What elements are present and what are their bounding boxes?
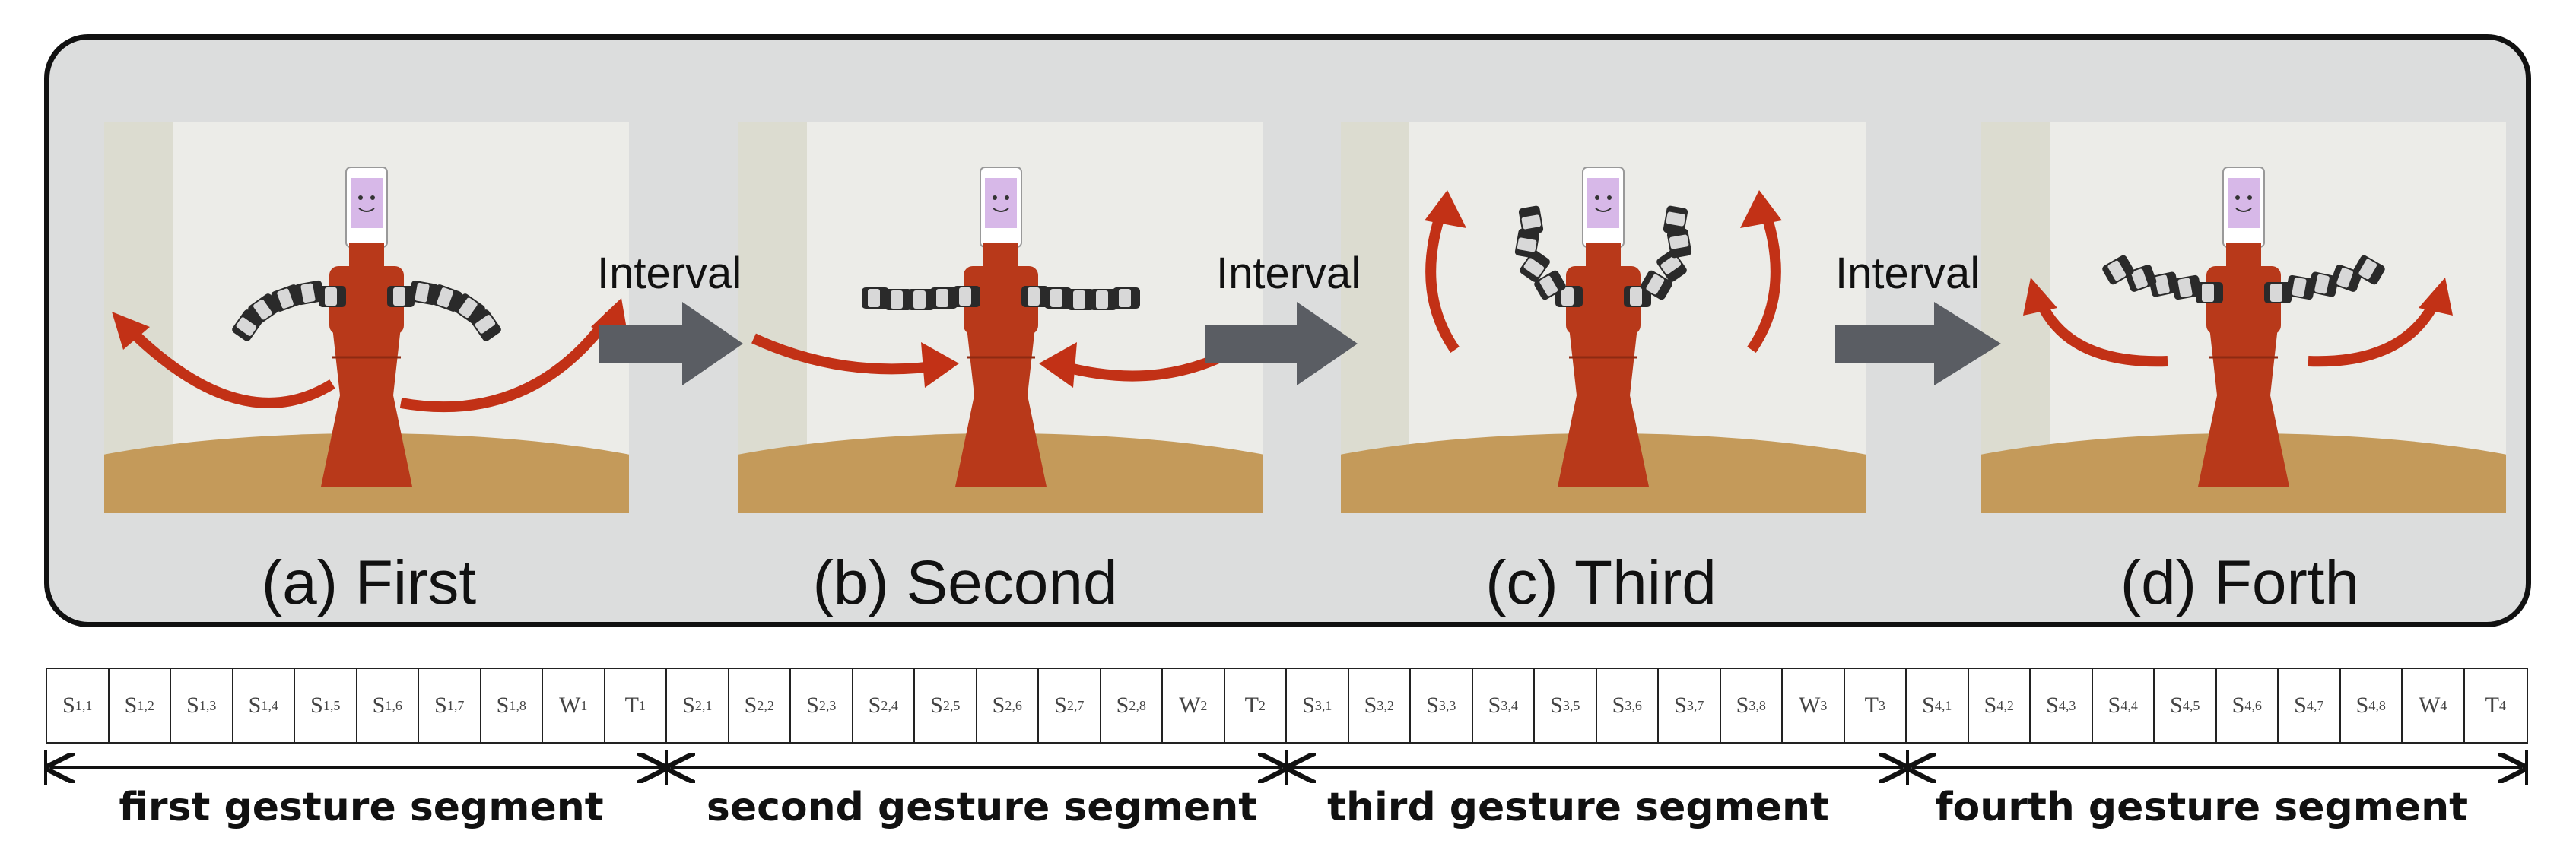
caption-first: (a) First <box>261 548 477 617</box>
gesture-panel: (a) First (b) Second (c) Third (d) Forth… <box>44 34 2531 627</box>
interval-arrow-2 <box>1205 302 1358 385</box>
caption-third: (c) Third <box>1485 548 1717 617</box>
robot-photo-second <box>738 122 1263 513</box>
interval-label-3: Interval <box>1835 249 1980 298</box>
segment-label-second: second gesture segment <box>706 785 1258 830</box>
caption-second: (b) Second <box>812 548 1118 617</box>
robot-photo-third <box>1341 122 1866 513</box>
interval-label-2: Interval <box>1216 249 1361 298</box>
interval-arrow-3 <box>1835 302 2001 385</box>
interval-arrow-1 <box>599 302 743 385</box>
robot-photo-first <box>104 122 629 513</box>
segment-label-first: first gesture segment <box>119 785 604 830</box>
segment-brackets <box>0 750 2528 785</box>
robot-photo-forth <box>1981 122 2506 513</box>
segment-label-third: third gesture segment <box>1327 785 1829 830</box>
segment-label-fourth: fourth gesture segment <box>1935 785 2469 830</box>
caption-forth: (d) Forth <box>2120 548 2360 617</box>
interval-label-1: Interval <box>597 249 742 298</box>
